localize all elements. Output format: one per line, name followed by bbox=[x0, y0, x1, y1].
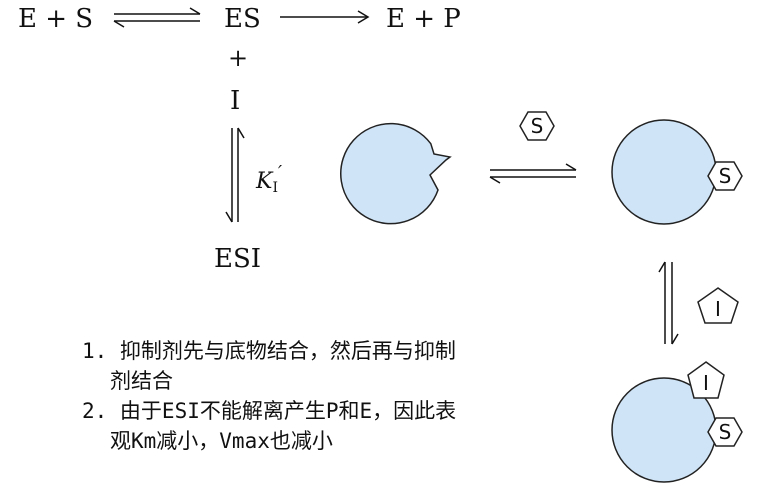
inhibitor-label-bound: I bbox=[703, 371, 709, 395]
substrate-hexagon-esi bbox=[707, 417, 743, 447]
substrate-hexagon-free bbox=[519, 111, 555, 141]
equilibrium-arrow-vertical bbox=[225, 127, 245, 223]
equilibrium-arrow-horizontal bbox=[489, 163, 577, 184]
dissociation-constant-label: KI′ bbox=[256, 162, 283, 196]
explanation-notes: 1. 抑制剂先与底物结合，然后再与抑制 剂结合 2. 由于ESI不能解离产生P和… bbox=[82, 336, 456, 456]
enzyme-es bbox=[611, 119, 717, 225]
note-1-continued: 剂结合 bbox=[110, 369, 173, 393]
constant-subscript: I bbox=[272, 180, 278, 196]
plus-sign: + bbox=[228, 44, 249, 72]
equilibrium-arrow-top bbox=[113, 7, 201, 28]
complex-es: ES bbox=[224, 4, 261, 34]
constant-prime: ′ bbox=[277, 162, 283, 183]
product-e-plus-p: E + P bbox=[386, 4, 461, 34]
note-2: 2. 由于ESI不能解离产生P和E，因此表 bbox=[82, 399, 457, 423]
substrate-label-esi: S bbox=[719, 420, 732, 444]
inhibitor-label-free: I bbox=[715, 297, 721, 321]
constant-symbol: K bbox=[256, 169, 273, 194]
reactant-e-plus-s: E + S bbox=[18, 4, 94, 34]
note-2-continued: 观Km减小，Vmax也减小 bbox=[110, 429, 333, 453]
complex-esi: ESI bbox=[214, 244, 262, 274]
inhibitor-i: I bbox=[230, 86, 241, 116]
enzyme-free bbox=[340, 122, 452, 225]
substrate-hexagon-bound bbox=[707, 161, 743, 191]
inhibitor-pentagon-free bbox=[697, 287, 739, 324]
equilibrium-arrow-right bbox=[658, 261, 679, 345]
substrate-label-free: S bbox=[531, 114, 544, 138]
inhibitor-pentagon-bound bbox=[687, 361, 725, 399]
note-1: 1. 抑制剂先与底物结合，然后再与抑制 bbox=[82, 339, 456, 363]
substrate-label-bound: S bbox=[719, 164, 732, 188]
forward-arrow-top bbox=[280, 10, 370, 24]
